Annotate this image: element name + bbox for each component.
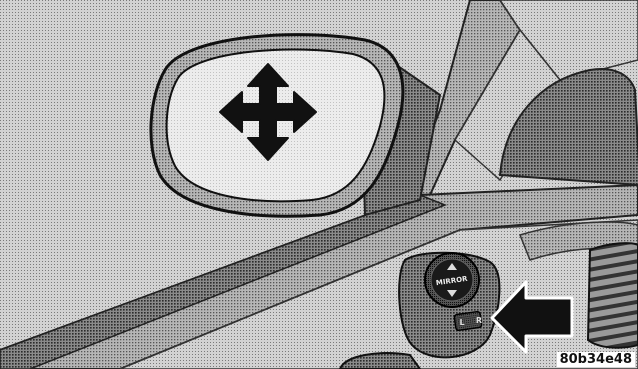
switch-right-letter: R [476, 316, 482, 325]
switch-left-letter: L [459, 318, 464, 327]
mirror-control-knob[interactable]: MIRROR [425, 253, 479, 307]
mirror-select-switch[interactable]: L R [454, 311, 482, 330]
air-vent [588, 243, 638, 348]
figure-code: 80b34e48 [557, 352, 635, 367]
